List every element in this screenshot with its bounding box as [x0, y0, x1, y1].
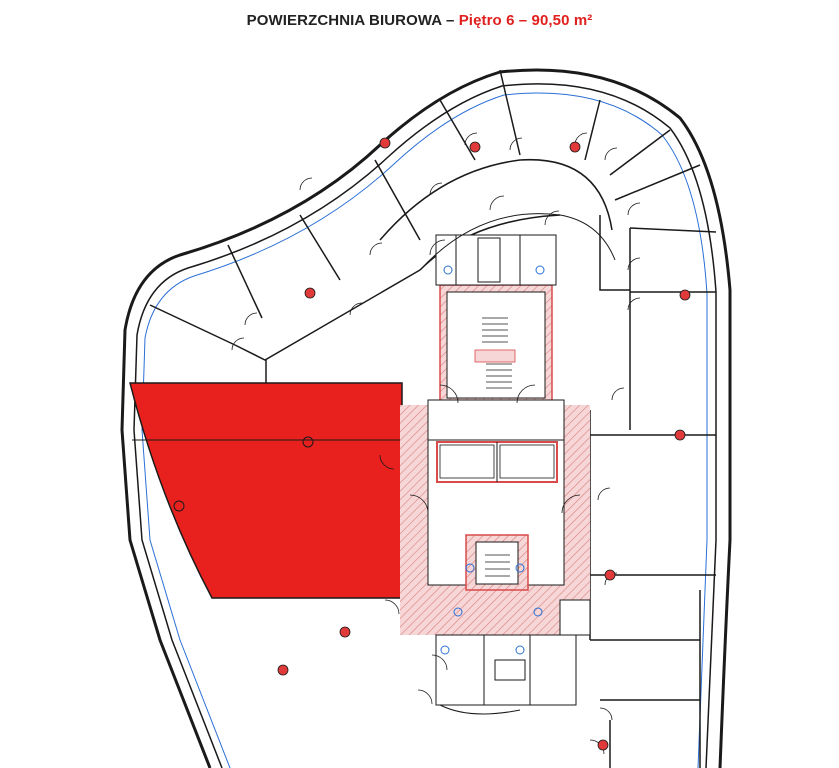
office-unit-highlighted[interactable]	[129, 382, 403, 599]
column-marker-icon	[277, 137, 691, 751]
title-area: 90,50 m²	[531, 12, 593, 29]
toilet-icon	[440, 265, 545, 655]
facade-line	[141, 92, 708, 768]
service-rooms-north	[435, 234, 557, 286]
office-partitions-east	[589, 410, 716, 768]
title-floor: Piętro 6 –	[458, 12, 528, 29]
stair-icon	[474, 317, 516, 577]
plan-title: POWIERZCHNIA BIUROWA – Piętro 6 – 90,50 …	[0, 12, 839, 29]
title-main: POWIERZCHNIA BIUROWA	[246, 12, 442, 29]
column-marker-icon	[173, 500, 185, 512]
title-separator: –	[445, 12, 455, 29]
door-swing-icon	[231, 132, 641, 755]
column-marker-icon	[302, 436, 314, 448]
service-rooms-south	[435, 599, 591, 706]
building-outline-inner	[133, 83, 717, 768]
building-core	[400, 284, 590, 635]
building-outline	[120, 68, 732, 768]
corridor-south	[439, 704, 521, 715]
corridor-north	[419, 213, 616, 271]
office-partitions-north	[149, 69, 717, 436]
